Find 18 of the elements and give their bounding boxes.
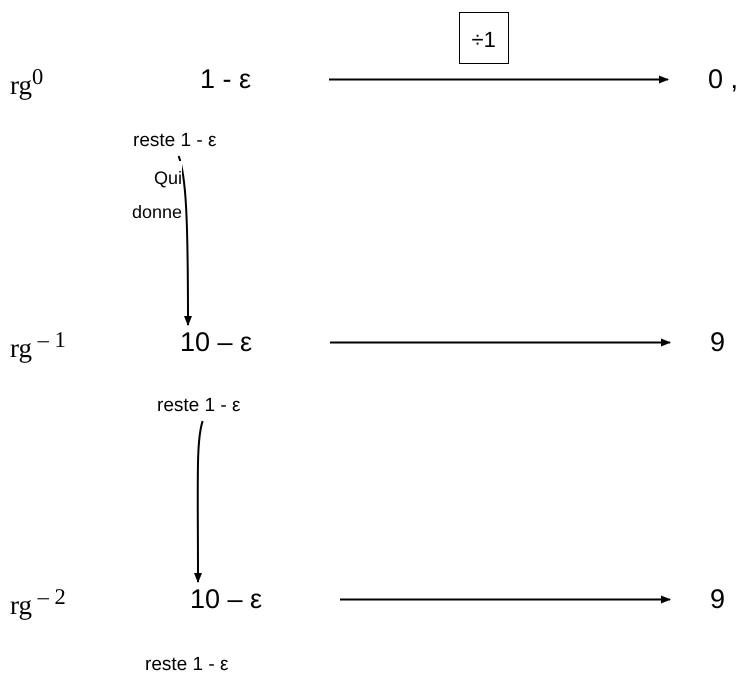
- math-expression: 9: [710, 584, 726, 616]
- operation-box: ÷1: [458, 12, 509, 64]
- arrow: [178, 156, 192, 326]
- rank-label: rg$^{0}$: [10, 64, 44, 101]
- math-expression: reste 1 - ε: [157, 395, 240, 417]
- math-expression: reste 1 - ε: [133, 130, 216, 152]
- arrow: [194, 420, 204, 583]
- rank-label: rg $^{– 2}$: [10, 584, 66, 621]
- rank-label: rg $^{– 1}$: [10, 327, 66, 364]
- arrow: [330, 338, 671, 346]
- math-expression: 0 ,: [708, 64, 738, 96]
- arrow: [340, 596, 671, 604]
- math-expression: 9: [710, 327, 726, 358]
- math-expression: 10 – ε: [180, 327, 252, 358]
- math-expression: reste 1 - ε: [145, 654, 228, 676]
- math-expression: 10 – ε: [190, 584, 262, 616]
- arrow: [329, 76, 669, 84]
- math-expression: 1 - ε: [200, 64, 252, 96]
